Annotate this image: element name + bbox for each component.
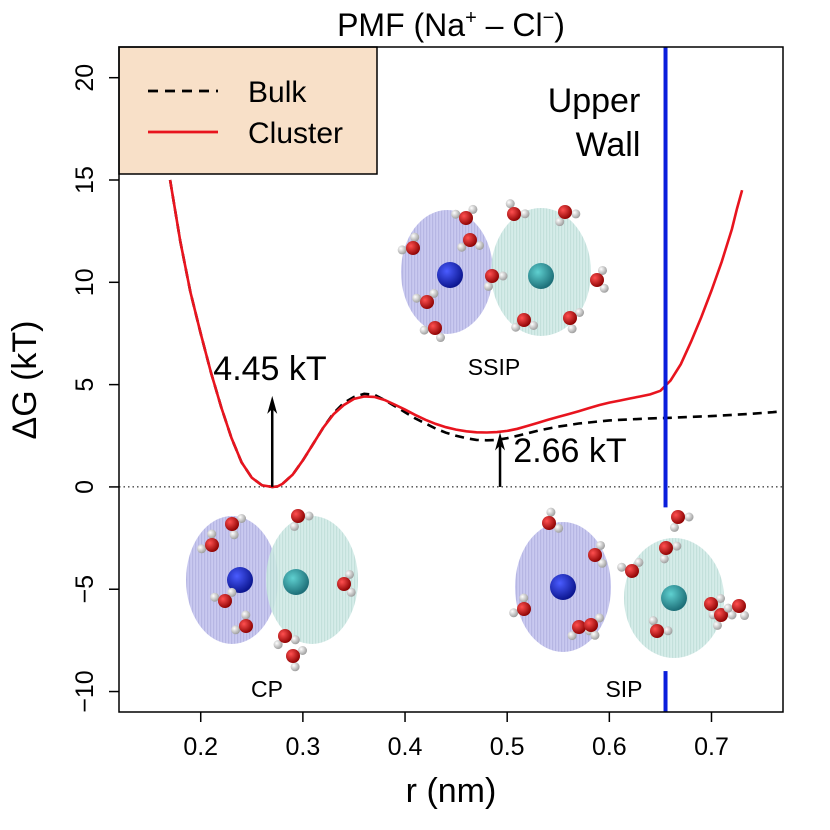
y-tick-label: −10 <box>71 670 99 712</box>
water-molecule <box>555 205 581 227</box>
molecular-snapshots <box>186 199 749 672</box>
water-molecule <box>225 514 247 540</box>
chloride-ion <box>528 263 554 289</box>
legend-label-bulk: Bulk <box>248 76 307 109</box>
water-molecule <box>617 557 644 578</box>
sodium-ion <box>227 567 253 593</box>
sodium-ion <box>437 262 463 288</box>
water-molecule <box>419 321 445 343</box>
water-molecule <box>590 265 609 293</box>
water-molecule <box>669 510 694 532</box>
x-axis: 0.2 0.3 0.4 0.5 0.6 0.7 <box>183 712 729 761</box>
water-molecule <box>286 646 308 672</box>
legend-box <box>118 46 378 175</box>
y-tick-label: 0 <box>71 480 99 494</box>
barrier-arrow-ssip <box>495 432 506 487</box>
x-axis-label: r (nm) <box>406 772 497 810</box>
water-molecule <box>505 199 530 221</box>
sodium-ion <box>550 574 576 600</box>
x-tick-label: 0.4 <box>388 733 423 761</box>
water-molecule <box>412 288 439 309</box>
water-molecule <box>337 569 356 597</box>
water-molecule <box>588 540 607 568</box>
water-molecule <box>457 233 485 252</box>
water-molecule <box>723 599 749 621</box>
ssip-label: SSIP <box>468 354 520 380</box>
y-tick-label: 10 <box>71 268 99 296</box>
y-tick-label: 5 <box>71 378 99 392</box>
legend: Bulk Cluster <box>118 46 378 175</box>
water-molecule <box>273 629 300 650</box>
barrier-label-ssip: 2.66 kT <box>513 432 626 470</box>
barrier-arrow-cp <box>267 395 278 487</box>
water-molecule <box>197 529 219 554</box>
water-molecule <box>509 593 531 618</box>
water-molecule <box>712 608 737 630</box>
y-tick-label: −5 <box>71 575 99 604</box>
water-molecule <box>210 587 237 608</box>
x-tick-label: 0.6 <box>592 733 627 761</box>
ssip-structure <box>397 199 609 343</box>
water-molecule <box>584 613 604 640</box>
sip-structure <box>509 507 749 658</box>
x-tick-label: 0.7 <box>694 733 729 761</box>
barrier-label-cp: 4.45 kT <box>213 350 326 388</box>
water-molecule <box>289 509 314 531</box>
water-molecule <box>483 269 508 291</box>
x-tick-label: 0.5 <box>490 733 525 761</box>
y-tick-label: 15 <box>71 166 99 194</box>
water-molecule <box>231 610 253 635</box>
water-molecule <box>563 308 585 334</box>
sip-label: SIP <box>605 676 642 702</box>
water-molecule <box>451 204 478 225</box>
y-tick-label: 20 <box>71 64 99 92</box>
plot-frame <box>118 46 784 713</box>
chloride-ion <box>661 585 687 611</box>
water-molecule <box>659 541 682 564</box>
water-molecule <box>511 313 539 332</box>
cp-structure <box>186 509 358 672</box>
cp-label: CP <box>251 676 283 702</box>
legend-label-cluster: Cluster <box>248 117 343 150</box>
y-axis-label: ΔG (kT) <box>6 320 44 439</box>
upper-wall-label: Upper <box>548 82 641 120</box>
series-line-cluster <box>168 179 744 489</box>
x-tick-label: 0.3 <box>285 733 320 761</box>
y-axis: −10 −5 0 5 10 15 20 <box>71 64 119 713</box>
x-tick-label: 0.2 <box>183 733 218 761</box>
water-molecule <box>397 232 420 255</box>
upper-wall-label-2: Wall <box>576 126 641 164</box>
water-molecule <box>542 507 564 533</box>
water-molecule <box>648 616 673 638</box>
chloride-ion <box>283 569 309 595</box>
chart-title: PMF (Na+ – Cl−) <box>337 7 565 43</box>
